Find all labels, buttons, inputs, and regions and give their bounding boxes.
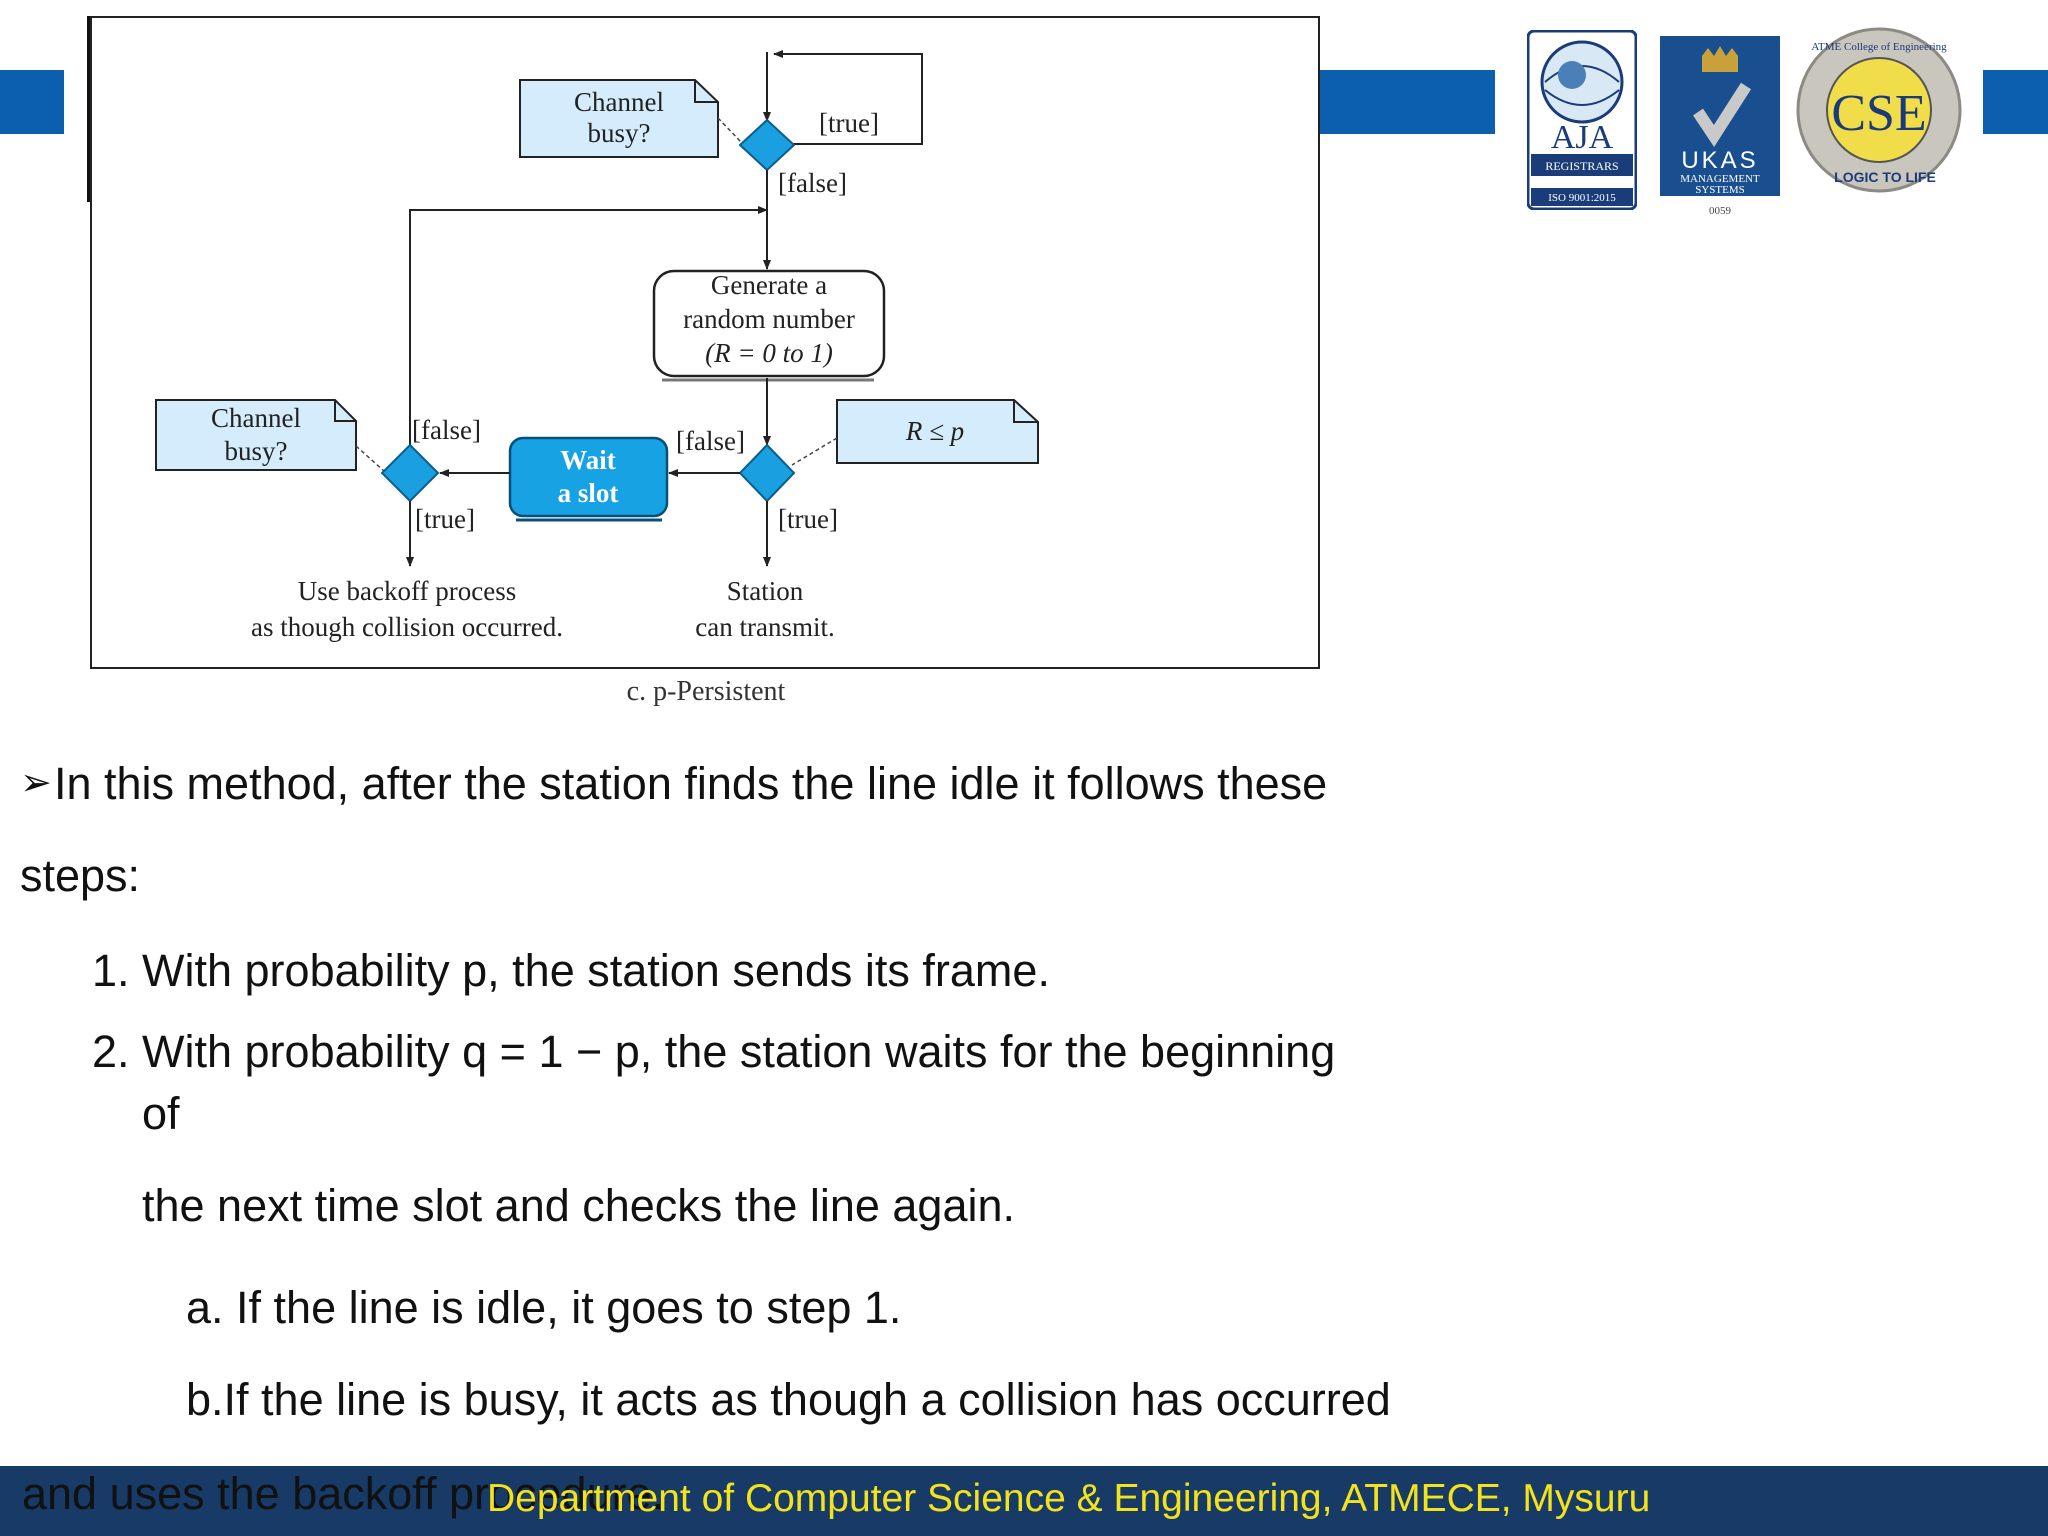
- label-false-top: [false]: [778, 168, 847, 198]
- ukas-num: 0059: [1709, 205, 1732, 217]
- note-channel-busy-left: [155, 399, 357, 471]
- bullet-line2: steps:: [20, 850, 141, 901]
- cse-logo: CSE ATME College of Engineering LOGIC TO…: [1795, 26, 1963, 194]
- note-left-line1: Channel: [211, 403, 301, 433]
- footer-text: Department of Computer Science & Enginee…: [487, 1477, 1651, 1520]
- ukas-title: UKAS: [1681, 147, 1758, 174]
- action-wait-slot: [508, 436, 669, 518]
- outcome-backoff-line1: Use backoff process: [298, 576, 516, 606]
- label-true-top: [true]: [819, 108, 879, 138]
- sub-step-a: a. If the line is idle, it goes to step …: [186, 1282, 902, 1333]
- note-channel-busy-top: [519, 79, 719, 158]
- step-1: 1. With probability p, the station sends…: [92, 945, 1050, 996]
- ukas-sub1: MANAGEMENT: [1680, 173, 1760, 185]
- decision-channel-busy-left: [380, 443, 440, 503]
- arrow-true-loop: [773, 50, 923, 145]
- ukas-sub2: SYSTEMS: [1695, 184, 1745, 196]
- outcome-transmit-line2: can transmit.: [695, 612, 834, 642]
- bullet-line1: In this method, after the station finds …: [54, 758, 1328, 809]
- action-generate-random: [652, 269, 886, 378]
- label-true-left: [true]: [415, 504, 475, 534]
- generate-line2: random number: [683, 304, 855, 334]
- note-r-le-p-text: R ≤ p: [905, 416, 964, 446]
- label-false-right: [false]: [676, 426, 745, 456]
- note-left-line2: busy?: [225, 436, 288, 466]
- cse-center: CSE: [1831, 85, 1926, 142]
- header-bar-right: [1983, 70, 2048, 134]
- generate-line3: (R = 0 to 1): [705, 338, 833, 368]
- ukas-logo: UKAS MANAGEMENT SYSTEMS 0059: [1658, 34, 1782, 224]
- trailing-text: and uses the backoff procedure.: [22, 1468, 665, 1519]
- aja-title: AJA: [1551, 119, 1614, 156]
- note-r-le-p: [836, 399, 1039, 464]
- label-true-right: [true]: [778, 504, 838, 534]
- decision-r-le-p: [738, 443, 796, 503]
- aja-logo: AJA REGISTRARS ISO 9001:2015: [1526, 29, 1638, 211]
- step-2-line3: the next time slot and checks the line a…: [142, 1180, 1016, 1231]
- header-bar-middle: [1320, 70, 1495, 134]
- outcome-transmit-line1: Station: [727, 576, 804, 606]
- header-bar-left: [0, 70, 64, 134]
- generate-line1: Generate a: [711, 270, 827, 300]
- label-false-left: [false]: [412, 415, 481, 445]
- arrow-false-loop-left: [409, 206, 768, 471]
- cse-ring-bottom: LOGIC TO LIFE: [1834, 169, 1936, 185]
- wait-line1: Wait: [560, 445, 616, 475]
- note-top-line1: Channel: [574, 87, 664, 117]
- bullet-arrow-icon: ➢: [20, 762, 52, 804]
- figure-caption: c. p-Persistent: [626, 676, 786, 707]
- p-persistent-flowchart: Channel busy? [true] [false] Generate a …: [90, 16, 1320, 669]
- footer-bar: [0, 1466, 2048, 1536]
- note-top-line2: busy?: [588, 118, 651, 148]
- step-2-line2: of: [142, 1088, 180, 1139]
- aja-sub: REGISTRARS: [1545, 159, 1618, 173]
- sub-step-b: b.If the line is busy, it acts as though…: [186, 1374, 1391, 1425]
- aja-iso: ISO 9001:2015: [1548, 192, 1616, 204]
- outcome-backoff-line2: as though collision occurred.: [251, 612, 563, 642]
- step-2-line1: 2. With probability q = 1 − p, the stati…: [92, 1026, 1336, 1077]
- cse-ring-top: ATME College of Engineering: [1811, 41, 1947, 53]
- decision-channel-busy-top: [738, 118, 796, 172]
- flowchart-svg: Channel busy? [true] [false] Generate a …: [155, 50, 1039, 642]
- wait-line2: a slot: [558, 478, 619, 508]
- slide-edge-line: [87, 16, 91, 202]
